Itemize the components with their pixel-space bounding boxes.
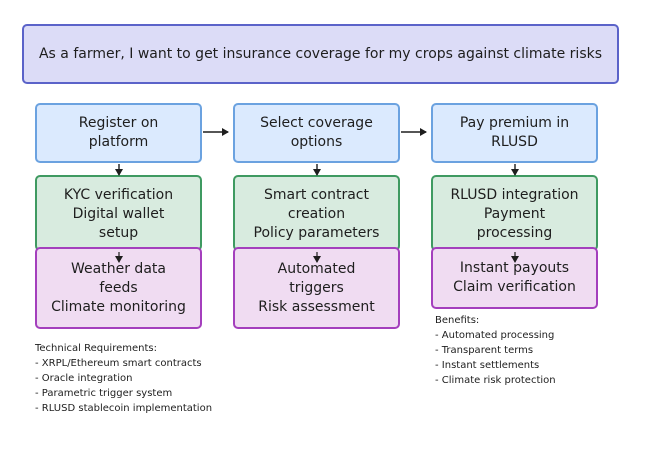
- step-coverage-line-1: Select coverage: [260, 115, 373, 131]
- technical-item: - Oracle integration: [35, 373, 133, 384]
- step-coverage-line-2: options: [290, 134, 343, 150]
- weather-line-1: Weather data: [71, 260, 166, 277]
- triggers-line-1: Automated: [277, 260, 356, 277]
- contract-box: Smart contract creation Policy parameter…: [233, 175, 400, 251]
- contract-line-1: Smart contract: [264, 187, 369, 203]
- benefits-item: - Climate risk protection: [435, 375, 556, 386]
- triggers-line-3: Risk assessment: [258, 298, 375, 315]
- benefits: Benefits: - Automated processing - Trans…: [435, 313, 556, 388]
- user-story-text: As a farmer, I want to get insurance cov…: [38, 46, 603, 62]
- benefits-item: - Transparent terms: [435, 345, 534, 356]
- step-register-line-1: Register on: [78, 115, 159, 131]
- payment-line-2: Payment: [483, 206, 546, 222]
- step-coverage-box: Select coverage options: [233, 103, 400, 163]
- technical-item: - Parametric trigger system: [35, 388, 173, 399]
- weather-line-2: feeds: [99, 279, 138, 296]
- identity-line-2: Digital wallet: [72, 206, 165, 222]
- contract-line-3: Policy parameters: [253, 225, 380, 241]
- step-register-box: Register on platform: [35, 103, 202, 163]
- step-register-line-2: platform: [88, 134, 149, 150]
- identity-line-1: KYC verification: [63, 187, 174, 203]
- technical-item: - XRPL/Ethereum smart contracts: [35, 358, 202, 369]
- technical-requirements: Technical Requirements: - XRPL/Ethereum …: [35, 341, 212, 416]
- benefits-item: - Automated processing: [435, 330, 555, 341]
- step-premium-line-2: RLUSD: [491, 134, 538, 150]
- user-story-box: As a farmer, I want to get insurance cov…: [22, 24, 619, 84]
- identity-line-3: setup: [98, 225, 139, 241]
- technical-item: - RLUSD stablecoin implementation: [35, 403, 213, 414]
- step-premium-line-1: Pay premium in: [459, 115, 570, 131]
- step-premium-box: Pay premium in RLUSD: [431, 103, 598, 163]
- payment-line-3: processing: [476, 225, 553, 241]
- payouts-line-2: Claim verification: [453, 279, 576, 295]
- technical-title: Technical Requirements:: [35, 343, 157, 354]
- contract-line-2: creation: [287, 206, 346, 222]
- triggers-line-2: triggers: [289, 279, 344, 296]
- payment-line-1: RLUSD integration: [450, 187, 579, 203]
- payouts-line-1: Instant payouts: [459, 260, 570, 276]
- benefits-title: Benefits:: [435, 315, 480, 326]
- weather-line-3: Climate monitoring: [51, 298, 186, 315]
- benefits-item: - Instant settlements: [435, 360, 540, 371]
